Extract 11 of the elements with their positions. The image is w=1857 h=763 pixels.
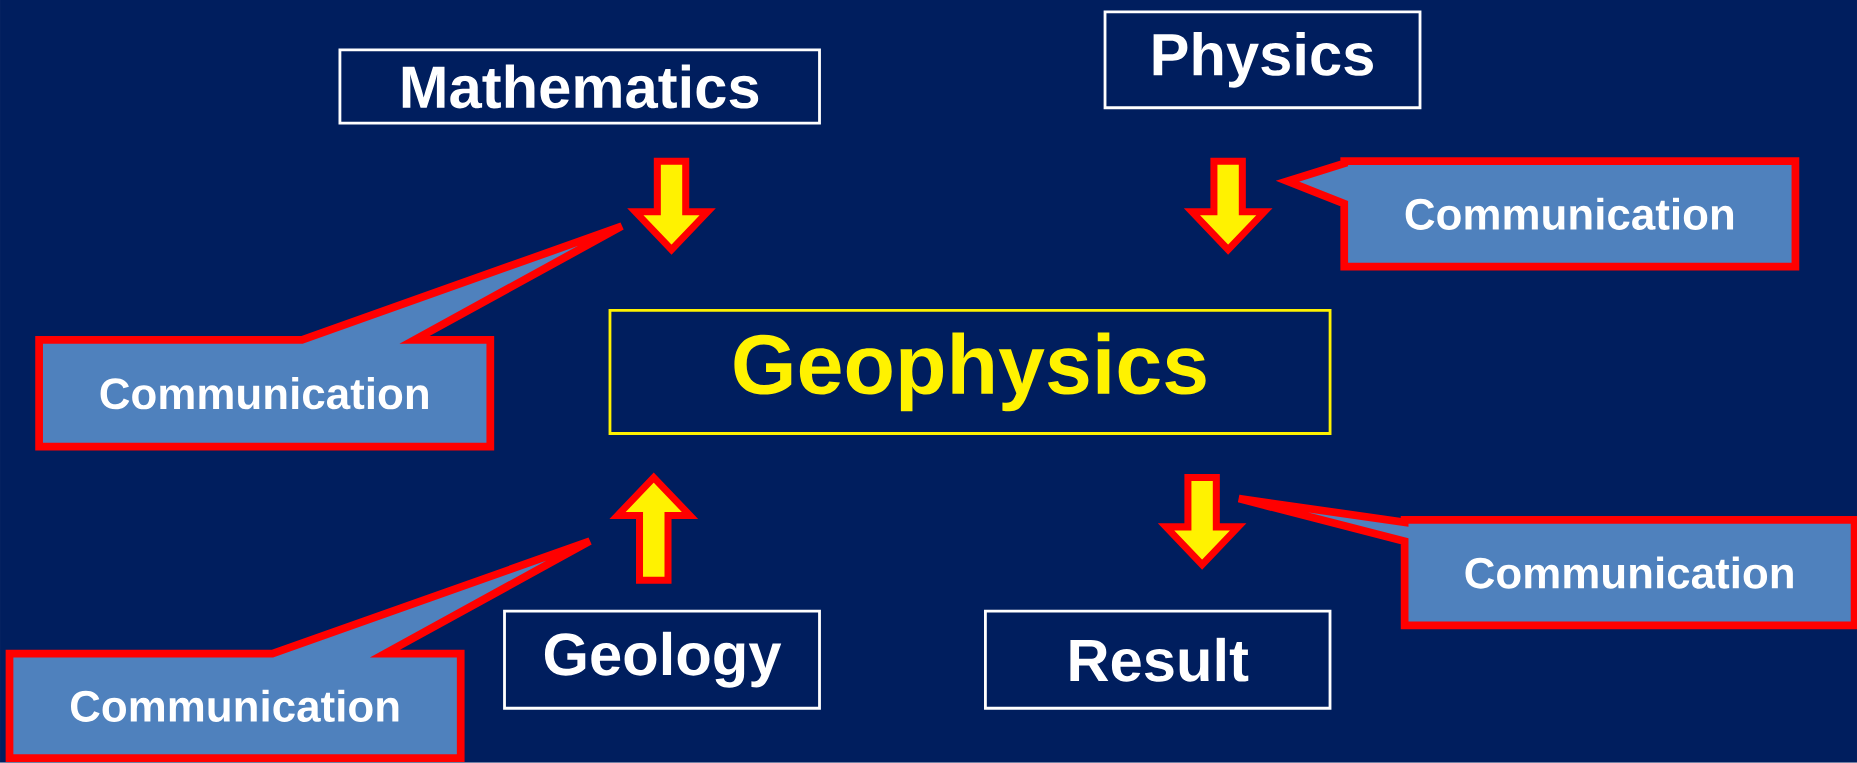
subject-box: Result xyxy=(984,609,1332,710)
callout: Communication xyxy=(1275,157,1800,271)
callout: Communication xyxy=(35,222,626,451)
block-arrow xyxy=(1183,157,1273,255)
block-arrow xyxy=(627,157,716,255)
subject-box: Geology xyxy=(503,609,821,710)
subject-box: Mathematics xyxy=(338,48,821,125)
subject-box: Physics xyxy=(1103,10,1422,110)
block-arrow xyxy=(609,472,699,584)
block-arrow xyxy=(1157,474,1247,570)
title-box: Geophysics xyxy=(608,309,1332,436)
